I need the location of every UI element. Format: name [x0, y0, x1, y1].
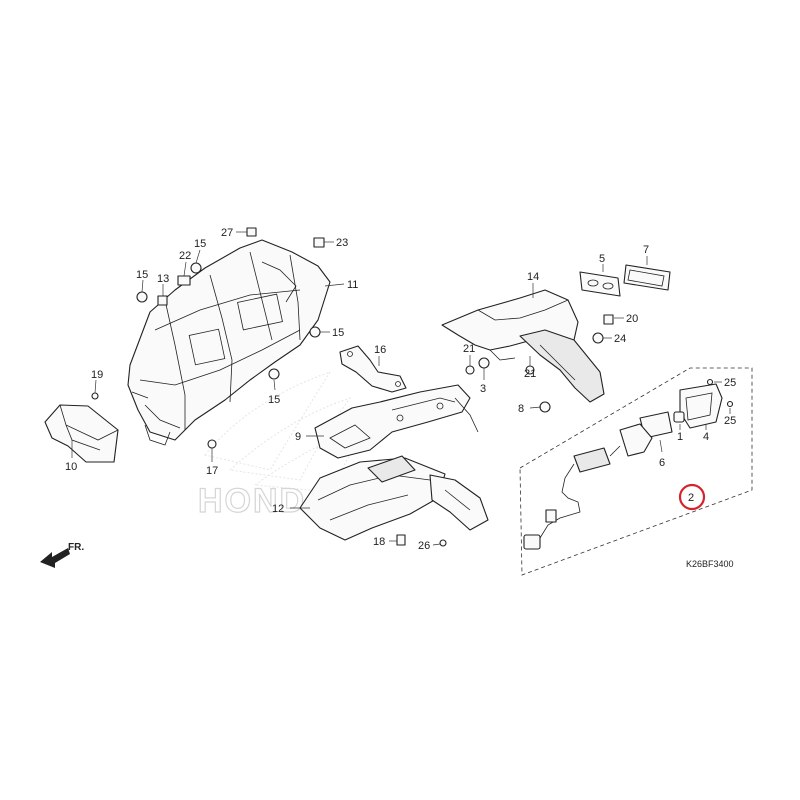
callout-23: 23	[336, 237, 348, 249]
callout-14: 14	[527, 271, 539, 283]
callout-15-low: 15	[268, 394, 280, 406]
callout-16: 16	[374, 344, 386, 356]
callout-15-left: 15	[136, 269, 148, 281]
callout-25-top: 25	[724, 377, 736, 389]
callout-11: 11	[347, 279, 358, 291]
callout-20: 20	[626, 313, 638, 325]
screw-26	[439, 539, 447, 547]
direction-label: FR.	[68, 542, 84, 553]
callout-21-right: 21	[524, 368, 536, 380]
callout-27: 27	[221, 227, 233, 239]
callout-26: 26	[418, 540, 430, 552]
bolt-27	[246, 227, 257, 237]
nut-15c	[309, 326, 321, 338]
nut-8	[539, 401, 551, 413]
callout-22: 22	[179, 250, 191, 262]
nut-15a	[190, 262, 202, 274]
screw-19	[91, 392, 99, 400]
callout-12: 12	[272, 503, 284, 515]
part-14-rear-cowl	[441, 289, 605, 403]
callout-25-bottom: 25	[724, 415, 736, 427]
screw-25a	[706, 378, 714, 386]
callouts: 27 23 15 22 15 13 11 15 15 19 10 17 12 9…	[65, 227, 736, 552]
highlight-circle	[678, 483, 706, 511]
callout-8: 8	[518, 403, 524, 415]
bolt-18	[396, 534, 406, 546]
callout-18: 18	[373, 536, 385, 548]
front-direction-arrow	[40, 548, 70, 568]
nut-24	[592, 332, 604, 344]
callout-5: 5	[599, 253, 605, 265]
part-7-plate	[623, 264, 671, 291]
drawing-code: K26BF3400	[686, 559, 734, 569]
nut-21a	[465, 365, 475, 375]
screw-25b	[726, 400, 734, 408]
callout-1: 1	[677, 431, 683, 443]
part-16-stay	[339, 345, 407, 393]
callout-7: 7	[643, 244, 649, 256]
washer-22	[177, 275, 191, 286]
clip-13	[157, 295, 168, 306]
callout-2-highlighted: 2	[688, 492, 694, 504]
callout-15-mid: 15	[332, 327, 344, 339]
callout-9: 9	[295, 431, 301, 443]
part-1-bulb	[673, 411, 685, 423]
callout-3: 3	[480, 383, 486, 395]
bolt-20	[603, 314, 614, 325]
callout-17: 17	[206, 465, 218, 477]
part-5-seal	[579, 271, 621, 297]
fasteners	[91, 227, 734, 547]
callout-4: 4	[703, 431, 709, 443]
callout-24: 24	[614, 333, 626, 345]
nut-15b	[136, 291, 148, 303]
part-11-rear-fender	[127, 239, 331, 446]
nut-15d	[268, 368, 280, 380]
assembly-boundary	[519, 367, 753, 576]
leader-lines	[71, 231, 731, 546]
clip-17	[207, 439, 217, 449]
part-9-license-bracket	[314, 384, 479, 459]
part-2-light-unit	[523, 423, 653, 550]
callout-13: 13	[157, 273, 169, 285]
part-12-inner-fender	[299, 455, 489, 541]
callout-10: 10	[65, 461, 77, 473]
callout-19: 19	[91, 369, 103, 381]
callout-6: 6	[659, 457, 665, 469]
callout-21-left: 21	[463, 343, 475, 355]
part-10-reflector-bracket	[44, 404, 119, 463]
nut-3	[478, 357, 490, 369]
part-4-lens-cover	[679, 383, 723, 429]
callout-15-top: 15	[194, 238, 206, 250]
nut-23	[313, 237, 325, 248]
